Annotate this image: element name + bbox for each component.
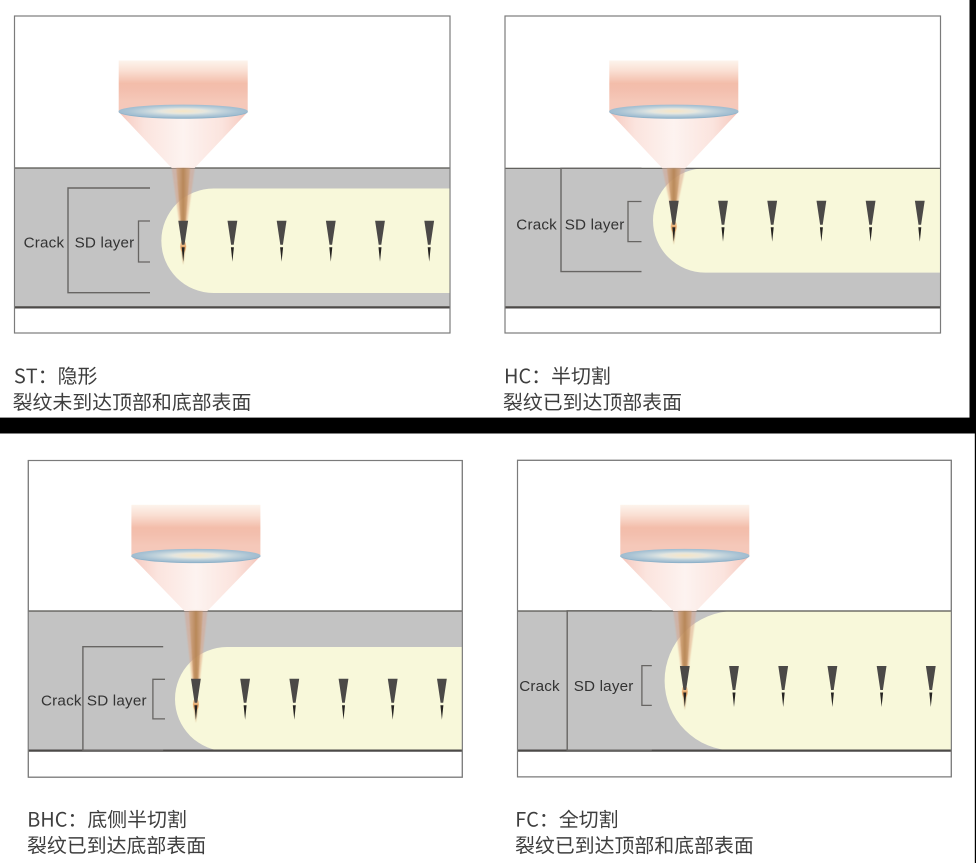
svg-text:Crack: Crack: [519, 678, 560, 695]
svg-text:SD layer: SD layer: [75, 235, 135, 252]
svg-text:Crack: Crack: [24, 235, 65, 252]
svg-text:Crack: Crack: [41, 692, 82, 709]
svg-text:SD layer: SD layer: [565, 216, 625, 233]
svg-text:SD layer: SD layer: [87, 692, 147, 709]
svg-text:SD layer: SD layer: [574, 678, 634, 695]
svg-text:Crack: Crack: [516, 216, 557, 233]
